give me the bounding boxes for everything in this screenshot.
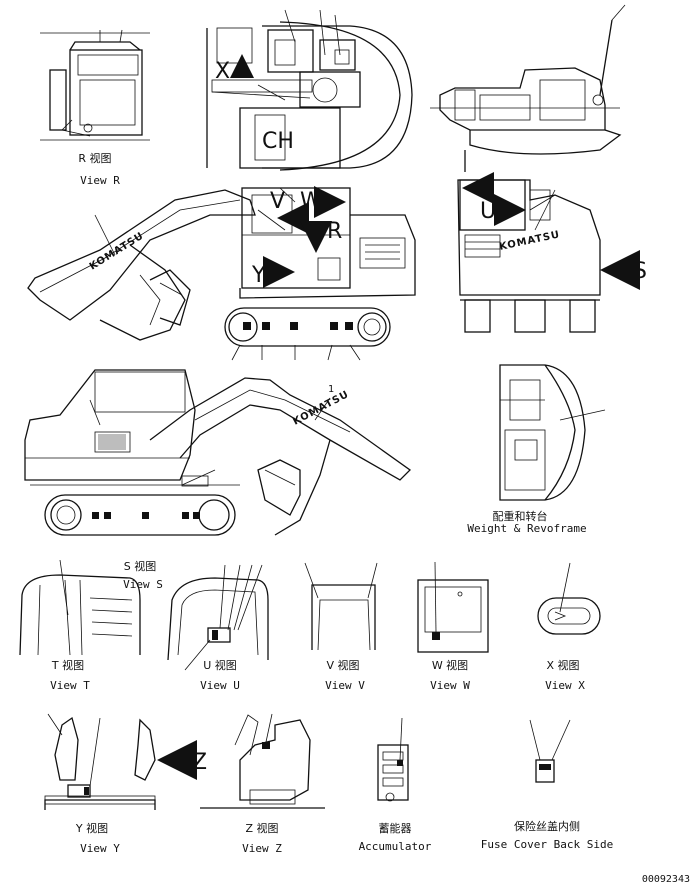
fuse-cover-label-cn: 保险丝盖内侧 bbox=[514, 819, 580, 833]
view-w-label-en: View W bbox=[430, 679, 470, 692]
callout-s-label: S bbox=[633, 259, 647, 284]
view-u-drawing bbox=[167, 564, 269, 671]
fuse-cover-drawing bbox=[529, 719, 571, 783]
view-w-label-cn: W 视图 bbox=[432, 658, 468, 672]
view-x-label-en: View X bbox=[545, 679, 585, 692]
top-view-label-ch: CH bbox=[262, 129, 294, 154]
callout-z-label: Z bbox=[192, 750, 207, 775]
accumulator-label-cn: 蓄能器 bbox=[379, 821, 412, 835]
drawing-number: 00092343 bbox=[642, 874, 690, 885]
top-view-drawing: CH bbox=[206, 9, 413, 171]
view-u-label-en: View U bbox=[200, 679, 240, 692]
callout-x-label: X bbox=[215, 59, 230, 84]
view-y-label-cn: Y 视图 bbox=[75, 821, 108, 835]
view-t-label-cn: T 视图 bbox=[51, 658, 84, 672]
view-w-drawing bbox=[417, 561, 489, 653]
view-v-label-en: View V bbox=[325, 679, 365, 692]
view-s-label-cn: S 视图 bbox=[124, 559, 156, 573]
view-u-label-cn: U 视图 bbox=[203, 658, 237, 672]
view-r-drawing bbox=[40, 29, 150, 141]
view-y-label-en: View Y bbox=[80, 842, 120, 855]
rear-brand-text: KOMATSU bbox=[498, 229, 561, 253]
callout-w-label: W bbox=[300, 189, 322, 214]
view-s-label-en: View S bbox=[123, 578, 163, 591]
weight-revoframe-label-cn: 配重和转台 bbox=[493, 509, 548, 523]
accumulator-drawing bbox=[377, 717, 409, 802]
view-t-drawing bbox=[19, 559, 141, 656]
view-z-label-cn: Z 视图 bbox=[245, 821, 278, 835]
excavator-side-view-right bbox=[27, 187, 416, 361]
callout-y-label: Y bbox=[251, 263, 266, 288]
view-x-label-cn: X 视图 bbox=[546, 658, 579, 672]
view-y-drawing bbox=[44, 713, 156, 810]
weight-revoframe-label-en: Weight & Revoframe bbox=[467, 522, 586, 535]
view-r-label-en: View R bbox=[80, 174, 120, 187]
callout-v-label: V bbox=[270, 189, 285, 214]
view-t-label-en: View T bbox=[50, 679, 90, 692]
callout-1-label: 1 bbox=[328, 384, 334, 395]
view-v-drawing bbox=[304, 562, 378, 651]
fuse-cover-label-en: Fuse Cover Back Side bbox=[481, 838, 613, 851]
accumulator-label-en: Accumulator bbox=[359, 840, 432, 853]
view-v-label-cn: V 视图 bbox=[326, 658, 359, 672]
weight-revoframe-drawing bbox=[499, 364, 606, 501]
callout-u-label: U bbox=[480, 199, 496, 224]
callout-r-label: R bbox=[327, 219, 342, 244]
view-z-drawing bbox=[200, 713, 325, 809]
rear-view-drawing bbox=[430, 4, 626, 172]
excavator-side-view-left bbox=[24, 369, 412, 536]
view-x-drawing bbox=[537, 562, 601, 635]
view-r-label-cn: R 视图 bbox=[78, 151, 111, 165]
view-z-label-en: View Z bbox=[242, 842, 282, 855]
